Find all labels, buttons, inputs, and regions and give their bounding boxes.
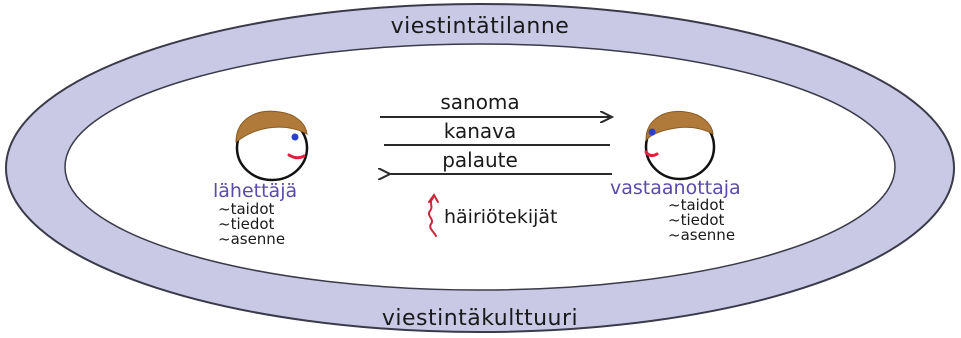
receiver-traits-list: ~taidot ~tiedot ~asenne — [668, 198, 735, 243]
sender-trait-item: ~asenne — [218, 232, 285, 247]
receiver-trait-item: ~asenne — [668, 228, 735, 243]
noise-label: häiriötekijät — [444, 206, 557, 228]
outer-ring-label: viestintätilanne — [391, 14, 570, 39]
channel-label: kanava — [444, 119, 517, 143]
sender-role-label: lähettäjä — [213, 180, 297, 202]
sender-traits-list: ~taidot ~tiedot ~asenne — [218, 202, 285, 247]
message-label: sanoma — [440, 90, 519, 114]
feedback-label: palaute — [442, 148, 518, 172]
receiver-face-icon — [646, 111, 714, 179]
bottom-ring-label: viestintäkulttuuri — [382, 306, 578, 331]
sender-face-icon — [236, 111, 307, 180]
